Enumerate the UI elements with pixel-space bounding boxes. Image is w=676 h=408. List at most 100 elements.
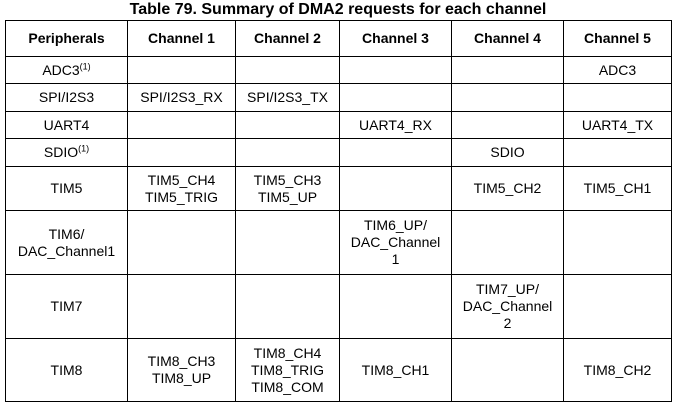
peripheral-cell: TIM8 xyxy=(5,338,128,402)
request-text: ADC3 xyxy=(598,61,637,78)
request-text: TIM8_CH1 xyxy=(361,361,430,378)
peripheral-label: ADC3 xyxy=(42,61,80,78)
request-text: TIM7_UP/ xyxy=(475,281,539,297)
peripheral-text: SDIO(1) xyxy=(10,144,123,161)
channel-2-cell: SPI/I2S3_TX xyxy=(235,83,340,112)
channel-4-cell xyxy=(451,111,564,139)
request-text: TIM8_UP xyxy=(151,370,212,386)
channel-3-cell xyxy=(339,166,452,211)
request-text: TIM5_CH1 xyxy=(583,180,652,196)
channel-2-cell xyxy=(235,138,340,167)
channel-1-cell xyxy=(127,56,236,84)
request-text: TIM5_CH4 xyxy=(147,171,216,188)
channel-5-cell xyxy=(563,274,672,339)
channel-4-cell xyxy=(451,338,564,402)
request-text: TIM8_CH2 xyxy=(583,361,652,378)
channel-4-cell: SDIO xyxy=(451,138,564,167)
header-row: Peripherals Channel 1 Channel 2 Channel … xyxy=(5,20,672,57)
request-text: UART4_TX xyxy=(581,116,654,133)
channel-2-cell xyxy=(235,111,340,139)
request-text: UART4_RX xyxy=(359,116,432,133)
channel-5-cell: ADC3 xyxy=(563,56,672,84)
request-text: TIM8_CH4 xyxy=(253,344,322,361)
channel-4-cell xyxy=(451,210,564,275)
header-channel-1: Channel 1 xyxy=(127,20,236,57)
channel-1-cell xyxy=(127,138,236,167)
peripheral-text: ADC3(1) xyxy=(10,60,123,79)
request-text: TIM5_CH2 xyxy=(473,180,542,196)
channel-2-cell xyxy=(235,56,340,84)
request-text: TIM8_CH3 xyxy=(147,353,216,369)
request-text: TIM5_CH3 xyxy=(253,171,322,188)
channel-4-cell xyxy=(451,83,564,112)
peripheral-text: DAC_Channel1 xyxy=(17,242,116,259)
request-text: SPI/I2S3_TX xyxy=(247,89,328,105)
peripheral-cell: TIM6/DAC_Channel1 xyxy=(5,210,128,275)
channel-5-cell: TIM8_CH2 xyxy=(563,338,672,402)
peripheral-text: TIM8 xyxy=(50,361,83,378)
channel-5-cell xyxy=(563,210,672,275)
header-channel-4: Channel 4 xyxy=(451,20,564,57)
peripheral-cell: SPI/I2S3 xyxy=(5,83,128,112)
peripheral-cell: SDIO(1) xyxy=(5,138,128,167)
footnote-marker: (1) xyxy=(79,60,91,71)
footnote-marker: (1) xyxy=(78,143,90,154)
channel-3-cell: UART4_RX xyxy=(339,111,452,139)
request-text: SPI/I2S3_RX xyxy=(140,89,223,105)
header-channel-5: Channel 5 xyxy=(563,20,672,57)
channel-5-cell xyxy=(563,138,672,167)
request-text: SDIO xyxy=(490,144,525,160)
channel-2-cell xyxy=(235,274,340,339)
peripheral-text: SPI/I2S3 xyxy=(38,89,95,105)
channel-3-cell: TIM8_CH1 xyxy=(339,338,452,402)
table-row: SPI/I2S3 SPI/I2S3_RX SPI/I2S3_TX xyxy=(5,83,672,112)
channel-1-cell xyxy=(127,111,236,139)
channel-3-cell xyxy=(339,56,452,84)
header-channel-3: Channel 3 xyxy=(339,20,452,57)
channel-5-cell: TIM5_CH1 xyxy=(563,166,672,211)
channel-4-cell: TIM5_CH2 xyxy=(451,166,564,211)
request-text: 2 xyxy=(503,315,512,331)
peripheral-cell: TIM5 xyxy=(5,166,128,211)
request-text: DAC_Channel xyxy=(462,298,553,314)
channel-3-cell xyxy=(339,138,452,167)
channel-1-cell xyxy=(127,210,236,275)
channel-3-cell xyxy=(339,83,452,112)
peripheral-text: TIM5 xyxy=(50,180,83,196)
channel-1-cell: SPI/I2S3_RX xyxy=(127,83,236,112)
table-row: ADC3(1)ADC3 xyxy=(5,56,672,84)
table-caption: Table 79. Summary of DMA2 requests for e… xyxy=(129,1,547,18)
peripheral-label: SDIO xyxy=(43,144,79,160)
channel-4-cell xyxy=(451,56,564,84)
request-text: TIM6_UP/ xyxy=(363,217,427,233)
peripheral-text: TIM7 xyxy=(50,298,83,314)
request-text: DAC_Channel xyxy=(350,234,441,250)
table-row: UART4 UART4_RX UART4_TX xyxy=(5,111,672,139)
channel-2-cell xyxy=(235,210,340,275)
peripheral-text: TIM6/ xyxy=(48,225,85,242)
header-peripherals: Peripherals xyxy=(5,20,128,57)
peripheral-cell: UART4 xyxy=(5,111,128,139)
peripheral-cell: ADC3(1) xyxy=(5,56,128,84)
channel-5-cell: UART4_TX xyxy=(563,111,672,139)
channel-5-cell xyxy=(563,83,672,112)
peripheral-cell: TIM7 xyxy=(5,274,128,339)
request-text: TIM5_TRIG xyxy=(144,188,219,205)
peripheral-text: UART4 xyxy=(43,116,90,133)
request-text: TIM5_UP xyxy=(257,188,318,205)
header-channel-2: Channel 2 xyxy=(235,20,340,57)
table-row: SDIO(1)SDIO xyxy=(5,138,672,167)
request-text: TIM8_TRIG xyxy=(250,361,325,378)
dma2-requests-table: Peripherals Channel 1 Channel 2 Channel … xyxy=(5,20,672,402)
channel-1-cell xyxy=(127,274,236,339)
